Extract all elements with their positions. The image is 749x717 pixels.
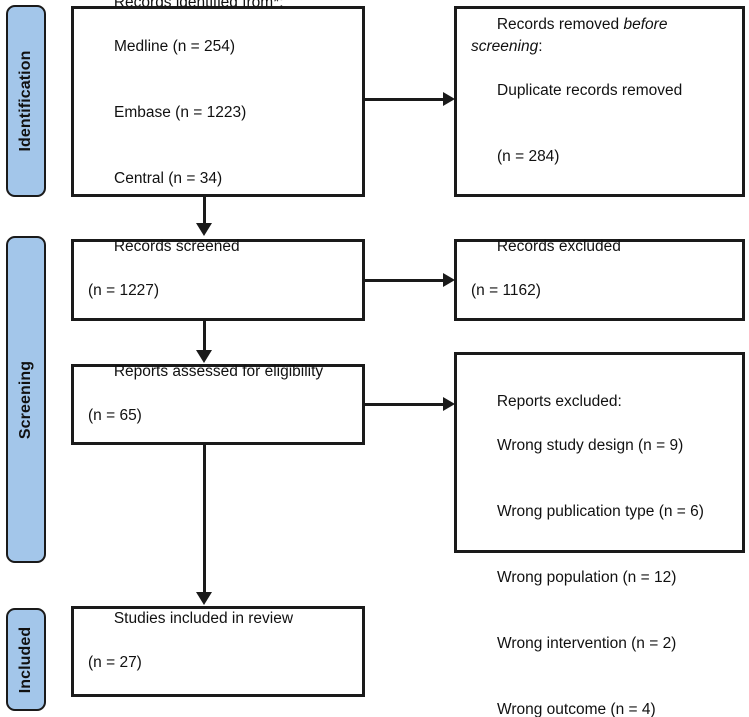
arrowhead-identified-to-screened — [196, 223, 212, 236]
connector-screened-to-assessed — [203, 321, 206, 351]
records-identified-title: Records identified from*: — [113, 0, 284, 11]
box-records-identified-text: Records identified from*: Medline (n = 2… — [88, 0, 354, 234]
connector-assessed-to-excluded — [365, 403, 445, 406]
arrowhead-screened-to-assessed — [196, 350, 212, 363]
records-removed-title: Records removed before screening: — [471, 16, 672, 55]
records-excluded-title: Records excluded — [496, 238, 621, 255]
reports-excluded-reason-2: Wrong population (n = 12) — [497, 569, 677, 586]
box-reports-excluded: Reports excluded: Wrong study design (n … — [454, 352, 745, 717]
box-records-excluded: Records excluded (n = 1162) — [454, 238, 745, 321]
box-records-identified: Records identified from*: Medline (n = 2… — [71, 0, 365, 197]
reports-excluded-title: Reports excluded: — [496, 393, 622, 410]
records-removed-title-prefix: Records removed — [496, 15, 624, 33]
box-studies-included-text: Studies included in review (n = 27) — [88, 586, 354, 717]
reports-excluded-reason-4: Wrong outcome (n = 4) — [497, 701, 656, 717]
records-identified-source-2: Central (n = 34) — [114, 169, 223, 187]
box-records-removed-text: Records removed before screening: Duplic… — [471, 0, 734, 212]
box-records-excluded-text: Records excluded (n = 1162) — [471, 214, 734, 346]
box-records-removed: Records removed before screening: Duplic… — [454, 6, 745, 197]
records-screened-title: Records screened — [113, 238, 240, 255]
box-records-screened-text: Records screened (n = 1227) — [88, 214, 354, 346]
studies-included-count: (n = 27) — [88, 653, 142, 671]
reports-assessed-count: (n = 65) — [88, 406, 142, 424]
records-removed-line-1: (n = 284) — [497, 147, 560, 165]
phase-label-included: Included — [17, 626, 34, 693]
arrowhead-identified-to-removed — [443, 92, 455, 106]
phase-bar-screening: Screening — [6, 236, 46, 563]
connector-identified-to-screened — [203, 197, 206, 224]
records-removed-title-suffix: : — [538, 37, 543, 55]
records-identified-source-1: Embase (n = 1223) — [114, 103, 247, 121]
phase-label-screening: Screening — [17, 360, 34, 439]
connector-identified-to-removed — [365, 98, 445, 101]
box-studies-included: Studies included in review (n = 27) — [71, 606, 365, 697]
reports-assessed-title: Reports assessed for eligibility — [113, 362, 324, 380]
records-removed-title-italic: before screening — [471, 15, 672, 55]
phase-bar-identification: Identification — [6, 5, 46, 197]
records-identified-source-0: Medline (n = 254) — [114, 37, 236, 55]
connector-assessed-to-included — [203, 445, 206, 593]
box-reports-excluded-text: Reports excluded: Wrong study design (n … — [471, 369, 734, 717]
box-records-screened: Records screened (n = 1227) — [71, 238, 365, 321]
reports-excluded-reason-1: Wrong publication type (n = 6) — [497, 503, 704, 520]
box-reports-assessed: Reports assessed for eligibility (n = 65… — [71, 363, 365, 445]
phase-label-identification: Identification — [17, 50, 34, 152]
arrowhead-assessed-to-excluded — [443, 397, 455, 411]
connector-screened-to-excluded — [365, 279, 445, 282]
records-excluded-count: (n = 1162) — [471, 282, 541, 299]
records-removed-line-0: Duplicate records removed — [497, 81, 683, 99]
box-reports-assessed-text: Reports assessed for eligibility (n = 65… — [88, 339, 354, 471]
arrowhead-assessed-to-included — [196, 592, 212, 605]
studies-included-title: Studies included in review — [113, 609, 294, 627]
phase-bar-included: Included — [6, 608, 46, 711]
arrowhead-screened-to-excluded — [443, 273, 455, 287]
reports-excluded-reason-3: Wrong intervention (n = 2) — [497, 635, 677, 652]
reports-excluded-reason-0: Wrong study design (n = 9) — [497, 437, 684, 454]
records-screened-count: (n = 1227) — [88, 282, 160, 299]
